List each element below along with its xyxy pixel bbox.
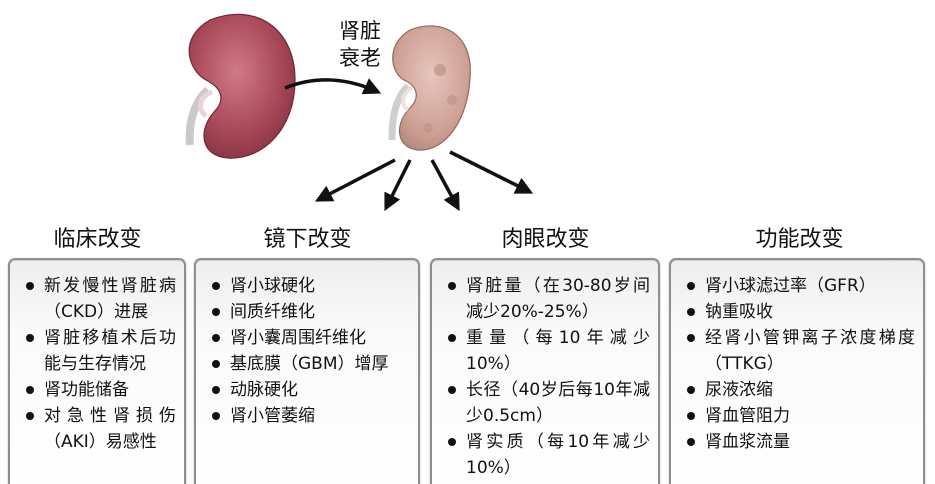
functional-changes-title: 功能改变 <box>755 227 844 252</box>
list-item: 肾小囊周围纤维化 <box>208 325 410 351</box>
list-item: 肾脏移植术后功能与生存情况 <box>22 325 176 377</box>
list-item: 动脉硬化 <box>208 377 410 403</box>
bullet-icon <box>687 282 695 290</box>
bullet-icon <box>26 412 34 420</box>
list-item: 经肾小管钾离子浓度梯度（TTKG） <box>683 325 915 377</box>
arrow-to-clinical <box>314 158 396 202</box>
list-item: 肾功能储备 <box>22 377 176 403</box>
bullet-icon <box>448 386 456 394</box>
bullet-icon <box>212 360 220 368</box>
functional-changes-list: 肾小球滤过率（GFR） 钠重吸收 经肾小管钾离子浓度梯度（TTKG） 尿液浓缩 … <box>683 273 915 455</box>
bullet-icon <box>212 386 220 394</box>
bullet-icon <box>687 308 695 316</box>
bullet-icon <box>687 386 695 394</box>
clinical-changes-panel: 新发慢性肾脏病（CKD）进展 肾脏移植术后功能与生存情况 肾功能储备 对急性肾损… <box>8 258 186 484</box>
aged-kidney <box>388 25 471 151</box>
gross-changes-panel: 肾脏量（在30-80岁间减少20%-25%） 重量（每10年减少10%） 长径（… <box>430 258 660 484</box>
list-item: 肾小球硬化 <box>208 273 410 299</box>
list-item: 基底膜（GBM）增厚 <box>208 351 410 377</box>
list-item: 钠重吸收 <box>683 299 915 325</box>
young-kidney <box>185 13 296 159</box>
list-item: 重量（每10年减少10%） <box>444 325 650 377</box>
bullet-icon <box>687 334 695 342</box>
list-item: 肾血管阻力 <box>683 403 915 429</box>
microscopic-changes-panel: 肾小球硬化 间质纤维化 肾小囊周围纤维化 基底膜（GBM）增厚 动脉硬化 肾小管… <box>194 258 420 484</box>
aging-arrow <box>284 78 382 95</box>
arrow-to-functional <box>449 150 534 194</box>
gross-changes-title: 肉眼改变 <box>501 227 590 252</box>
list-item: 对急性肾损伤（AKI）易感性 <box>22 403 176 455</box>
microscopic-changes-title: 镜下改变 <box>263 227 352 252</box>
list-item: 肾小球滤过率（GFR） <box>683 273 915 299</box>
arrow-to-gross <box>430 159 460 212</box>
bullet-icon <box>26 282 34 290</box>
list-item: 长径（40岁后每10年减少0.5cm） <box>444 377 650 429</box>
kidney-aging-label-line1: 肾脏 <box>339 19 381 43</box>
bullet-icon <box>212 282 220 290</box>
arrow-to-microscopic <box>384 159 412 212</box>
microscopic-changes-list: 肾小球硬化 间质纤维化 肾小囊周围纤维化 基底膜（GBM）增厚 动脉硬化 肾小管… <box>208 273 410 429</box>
gross-changes-list: 肾脏量（在30-80岁间减少20%-25%） 重量（每10年减少10%） 长径（… <box>444 273 650 481</box>
list-item: 间质纤维化 <box>208 299 410 325</box>
bullet-icon <box>687 438 695 446</box>
functional-changes-panel: 肾小球滤过率（GFR） 钠重吸收 经肾小管钾离子浓度梯度（TTKG） 尿液浓缩 … <box>669 258 925 484</box>
list-item: 新发慢性肾脏病（CKD）进展 <box>22 273 176 325</box>
bullet-icon <box>26 386 34 394</box>
list-item: 尿液浓缩 <box>683 377 915 403</box>
clinical-changes-list: 新发慢性肾脏病（CKD）进展 肾脏移植术后功能与生存情况 肾功能储备 对急性肾损… <box>22 273 176 455</box>
bullet-icon <box>212 308 220 316</box>
bullet-icon <box>448 282 456 290</box>
bullet-icon <box>212 334 220 342</box>
clinical-changes-title: 临床改变 <box>53 227 142 252</box>
list-item: 肾小管萎缩 <box>208 403 410 429</box>
list-item: 肾血浆流量 <box>683 429 915 455</box>
list-item: 肾脏量（在30-80岁间减少20%-25%） <box>444 273 650 325</box>
bullet-icon <box>448 438 456 446</box>
bullet-icon <box>212 412 220 420</box>
bullet-icon <box>26 334 34 342</box>
bullet-icon <box>448 334 456 342</box>
kidney-aging-label: 肾脏 衰老 <box>320 18 400 72</box>
kidney-aging-label-line2: 衰老 <box>339 46 381 70</box>
bullet-icon <box>687 412 695 420</box>
list-item: 肾实质（每10年减少10%） <box>444 429 650 481</box>
